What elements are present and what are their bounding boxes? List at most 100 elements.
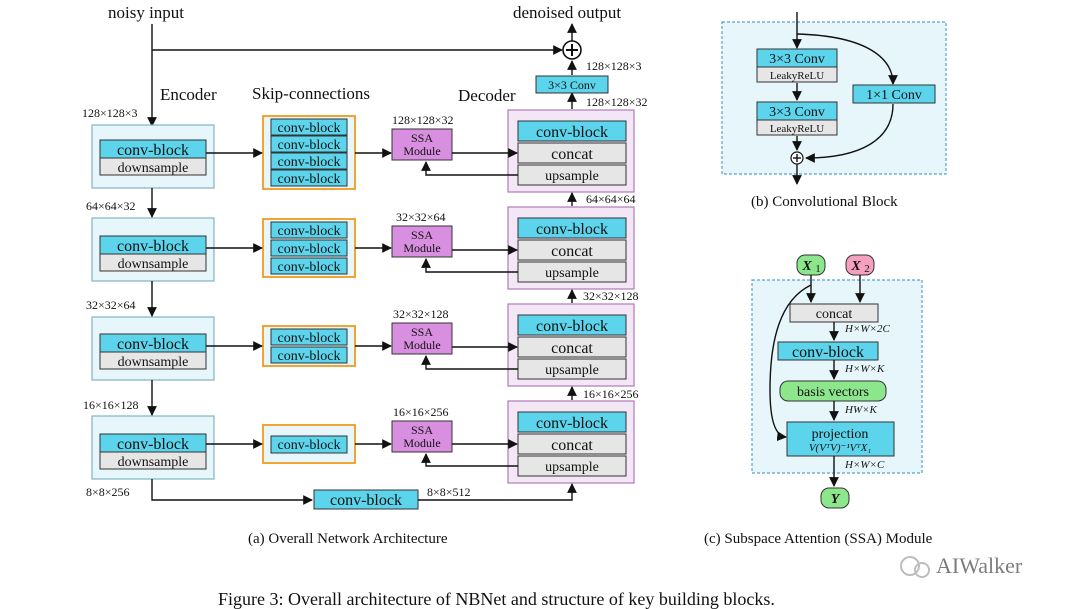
concat-label: concat bbox=[551, 340, 593, 357]
upsample-label: upsample bbox=[545, 363, 599, 378]
caption-c: (c) Subspace Attention (SSA) Module bbox=[704, 531, 933, 547]
upsample-label: upsample bbox=[545, 460, 599, 475]
output-conv: 3×3 Conv bbox=[535, 75, 609, 94]
conv-block-label: conv-block bbox=[330, 492, 402, 509]
watermark: AIWalker bbox=[900, 553, 1023, 578]
ssa-module-1: SSA Module bbox=[391, 128, 453, 161]
concat-label: concat bbox=[551, 243, 593, 260]
conv-block-label: conv-block bbox=[117, 436, 189, 453]
dim-out: 128×128×3 bbox=[586, 59, 642, 73]
conv3-label: 3×3 Conv bbox=[769, 52, 825, 67]
conv-block-label: conv-block bbox=[117, 336, 189, 353]
conv-block-label: conv-block bbox=[278, 438, 341, 453]
module-label: Module bbox=[403, 436, 440, 450]
downsample-label: downsample bbox=[118, 257, 189, 272]
encoder-label: Encoder bbox=[160, 85, 217, 104]
ssa-panel: X 1 X 2 concat H×W×2C conv-block H×W×K b… bbox=[751, 254, 923, 509]
leakyrelu-label: LeakyReLU bbox=[770, 70, 824, 82]
dim-d3-up: 32×32×128 bbox=[583, 289, 639, 303]
decoder-block-3: conv-block concat upsample bbox=[507, 303, 635, 387]
decoder-block-1: conv-block concat upsample bbox=[507, 109, 635, 193]
ssa-module-4: SSA Module bbox=[391, 420, 453, 453]
watermark-text: AIWalker bbox=[936, 553, 1023, 578]
ssa-label: SSA bbox=[411, 228, 433, 242]
x2-subscript: 2 bbox=[864, 263, 870, 275]
dim-ssa1: 128×128×32 bbox=[392, 113, 454, 127]
skip-block-3: conv-block conv-block bbox=[262, 325, 356, 367]
skip-block-1: conv-block conv-block conv-block conv-bl… bbox=[262, 115, 356, 190]
leakyrelu-label: LeakyReLU bbox=[770, 123, 824, 135]
skip-block-2: conv-block conv-block conv-block bbox=[262, 218, 356, 278]
dim-e3: 32×32×64 bbox=[86, 298, 136, 312]
y-label: Y bbox=[831, 492, 841, 507]
conv3-label: 3×3 Conv bbox=[769, 105, 825, 120]
projection-formula: V(VᵀV)⁻¹VᵀX₁ bbox=[809, 442, 872, 454]
decoder-block-2: conv-block concat upsample bbox=[507, 206, 635, 290]
dim-hw2c: H×W×2C bbox=[844, 323, 890, 335]
conv3-label: 3×3 Conv bbox=[548, 78, 596, 92]
upsample-label: upsample bbox=[545, 169, 599, 184]
conv-block-label: conv-block bbox=[278, 172, 341, 187]
encoder-block-3: conv-block downsample bbox=[91, 316, 215, 381]
ssa-module-3: SSA Module bbox=[391, 322, 453, 355]
upsample-label: upsample bbox=[545, 266, 599, 281]
dim-e4: 16×16×128 bbox=[83, 398, 139, 412]
encoder-block-1: conv-block downsample bbox=[91, 124, 215, 189]
bottleneck-conv-block: conv-block bbox=[313, 489, 419, 510]
decoder-label: Decoder bbox=[458, 86, 516, 105]
conv-block-label: conv-block bbox=[278, 121, 341, 136]
conv-block-label: conv-block bbox=[117, 238, 189, 255]
concat-label: concat bbox=[816, 307, 853, 322]
denoised-output-label: denoised output bbox=[513, 3, 621, 22]
conv-block-label: conv-block bbox=[278, 349, 341, 364]
conv-block-panel: 3×3 Conv LeakyReLU 3×3 Conv LeakyReLU 1×… bbox=[721, 12, 947, 185]
conv-block-label: conv-block bbox=[536, 221, 608, 238]
module-label: Module bbox=[403, 241, 440, 255]
dim-bottom-right: 8×8×512 bbox=[427, 485, 471, 499]
conv1-label: 1×1 Conv bbox=[866, 88, 922, 103]
concat-label: concat bbox=[551, 146, 593, 163]
x2-label: X bbox=[850, 259, 861, 274]
conv-block-label: conv-block bbox=[536, 415, 608, 432]
conv-block-label: conv-block bbox=[278, 138, 341, 153]
basis-vectors-label: basis vectors bbox=[797, 385, 869, 400]
encoder-block-2: conv-block downsample bbox=[91, 217, 215, 282]
ssa-label: SSA bbox=[411, 131, 433, 145]
ssa-module-2: SSA Module bbox=[391, 225, 453, 258]
dim-in: 128×128×3 bbox=[82, 106, 138, 120]
conv-block-label: conv-block bbox=[278, 331, 341, 346]
figure-caption: Figure 3: Overall architecture of NBNet … bbox=[218, 589, 775, 609]
concat-label: concat bbox=[551, 437, 593, 454]
noisy-input-label: noisy input bbox=[108, 3, 184, 22]
dim-ssa4: 16×16×256 bbox=[393, 405, 449, 419]
x1-label: X bbox=[801, 259, 812, 274]
ssa-label: SSA bbox=[411, 423, 433, 437]
dim-hwc: H×W×C bbox=[844, 459, 885, 471]
dim-d2-up: 64×64×64 bbox=[586, 192, 636, 206]
dim-bottom-left: 8×8×256 bbox=[86, 485, 130, 499]
projection-label: projection bbox=[812, 427, 869, 442]
conv-block-label: conv-block bbox=[278, 260, 341, 275]
conv-block-label: conv-block bbox=[278, 155, 341, 170]
ssa-label: SSA bbox=[411, 325, 433, 339]
skip-connections-label: Skip-connections bbox=[252, 84, 370, 103]
dim-ssa2: 32×32×64 bbox=[396, 210, 446, 224]
conv-block-label: conv-block bbox=[792, 344, 864, 361]
module-label: Module bbox=[403, 144, 440, 158]
conv-block-label: conv-block bbox=[117, 142, 189, 159]
encoder-block-4: conv-block downsample bbox=[91, 415, 215, 480]
dim-hwk2: HW×K bbox=[844, 404, 878, 416]
dim-d4-up: 16×16×256 bbox=[583, 387, 639, 401]
downsample-label: downsample bbox=[118, 161, 189, 176]
downsample-label: downsample bbox=[118, 455, 189, 470]
downsample-label: downsample bbox=[118, 355, 189, 370]
dim-hwk: H×W×K bbox=[844, 363, 885, 375]
conv-block-label: conv-block bbox=[536, 124, 608, 141]
conv-block-label: conv-block bbox=[536, 318, 608, 335]
module-label: Module bbox=[403, 338, 440, 352]
decoder-block-4: conv-block concat upsample bbox=[507, 400, 635, 484]
dim-ssa3: 32×32×128 bbox=[393, 307, 449, 321]
caption-a: (a) Overall Network Architecture bbox=[248, 531, 448, 547]
x1-subscript: 1 bbox=[815, 263, 821, 275]
